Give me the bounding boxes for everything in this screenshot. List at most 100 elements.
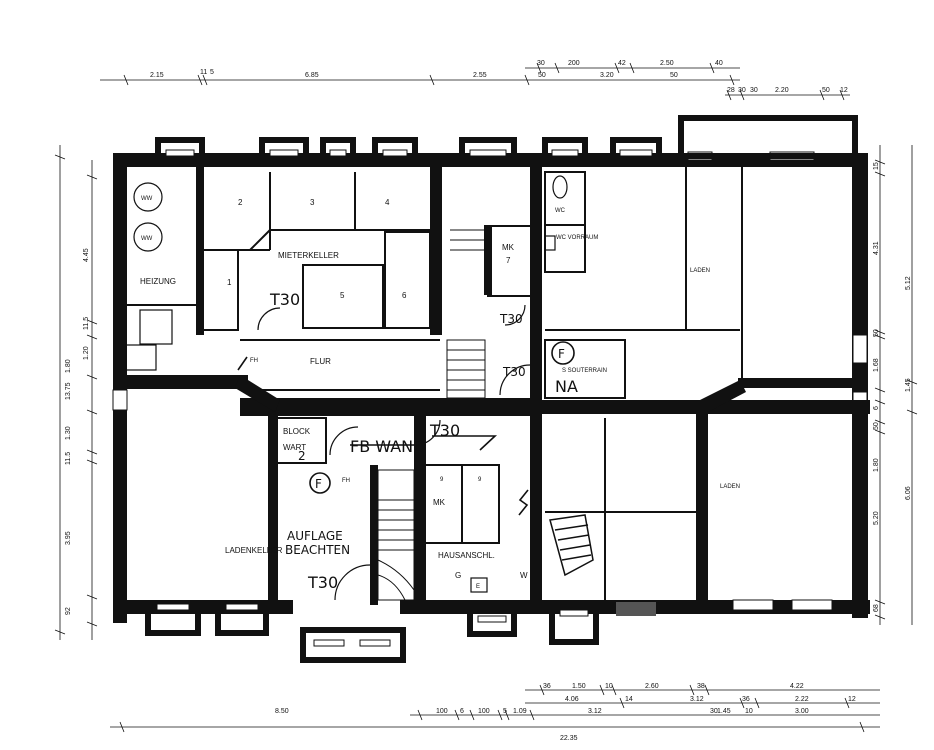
- svg-text:40: 40: [715, 60, 723, 67]
- svg-text:42: 42: [618, 60, 626, 67]
- svg-text:28: 28: [727, 87, 735, 94]
- label-laden-2: LADEN: [720, 484, 740, 490]
- label-wc: WC: [555, 208, 566, 214]
- svg-text:1.50: 1.50: [572, 683, 586, 690]
- svg-text:4.31: 4.31: [873, 241, 880, 255]
- svg-text:2.22: 2.22: [795, 696, 809, 703]
- label-mk-9: MK: [433, 498, 446, 507]
- svg-text:36: 36: [543, 683, 551, 690]
- room-labels: HEIZUNG WW WW MIETERKELLER 1 2 3 4 5 6 M…: [140, 196, 740, 590]
- svg-text:2.55: 2.55: [473, 72, 487, 79]
- svg-text:6: 6: [460, 708, 464, 715]
- label-room-5: 5: [340, 291, 345, 300]
- svg-text:6.06: 6.06: [905, 486, 912, 500]
- svg-text:AUFLAGE: AUFLAGE: [287, 529, 343, 543]
- label-flur: FLUR: [310, 357, 331, 366]
- label-g: G: [455, 571, 461, 580]
- ww-circle-2: [133, 222, 163, 252]
- svg-text:1.30: 1.30: [65, 426, 72, 440]
- svg-text:2.50: 2.50: [660, 60, 674, 67]
- dimension-labels-bottom: 36 1.50 10 2.60 38 4.22 4.06 14 3.12 36 …: [275, 683, 856, 742]
- handwritten-annotations: T30 T30 T30 T30 T30 F F NA FB WAND 2 AUF…: [269, 290, 578, 592]
- dimension-labels-left: 13.75 4.45 11.5 1.20 1.80 1.30 11.5 3.95…: [65, 248, 90, 615]
- label-ww-2: WW: [141, 236, 153, 242]
- svg-text:6: 6: [873, 406, 880, 410]
- svg-text:50: 50: [873, 329, 880, 337]
- svg-text:50: 50: [670, 72, 678, 79]
- svg-text:50: 50: [538, 72, 546, 79]
- svg-text:3.12: 3.12: [588, 708, 602, 715]
- svg-text:T30: T30: [502, 365, 526, 379]
- svg-text:5: 5: [503, 708, 507, 715]
- svg-text:12: 12: [848, 696, 856, 703]
- svg-text:68: 68: [873, 604, 880, 612]
- label-ladenkeller: LADENKELLER: [225, 546, 283, 555]
- partitions: [127, 165, 743, 600]
- label-room-7: 7: [506, 256, 511, 265]
- svg-text:2: 2: [298, 449, 306, 463]
- svg-text:22.35: 22.35: [560, 735, 578, 742]
- label-laden-1: LADEN: [690, 268, 710, 274]
- svg-text:1.80: 1.80: [873, 458, 880, 472]
- svg-text:F: F: [315, 477, 322, 491]
- svg-text:6.85: 6.85: [305, 72, 319, 79]
- svg-text:5.12: 5.12: [905, 276, 912, 290]
- stairs-upper: [446, 229, 486, 399]
- ww-circle-1: [133, 182, 163, 212]
- label-wart: WART: [283, 443, 306, 452]
- svg-text:12: 12: [840, 87, 848, 94]
- svg-text:1.20: 1.20: [83, 346, 90, 360]
- label-hausanschl: HAUSANSCHL.: [438, 551, 495, 560]
- svg-text:4.45: 4.45: [83, 248, 90, 262]
- svg-text:1.80: 1.80: [65, 359, 72, 373]
- svg-text:T30: T30: [429, 421, 460, 440]
- label-heizung: HEIZUNG: [140, 277, 176, 286]
- label-mk-7: MK: [502, 243, 515, 252]
- svg-text:11: 11: [200, 69, 207, 76]
- label-wc-vorraum: WC VORRAUM: [556, 235, 598, 241]
- svg-text:8.50: 8.50: [275, 708, 289, 715]
- svg-text:30: 30: [738, 87, 746, 94]
- label-room-1: 1: [227, 278, 232, 287]
- svg-text:100: 100: [436, 708, 448, 715]
- svg-text:1.68: 1.68: [873, 358, 880, 372]
- svg-text:11.5: 11.5: [65, 452, 72, 465]
- svg-text:13.75: 13.75: [65, 382, 72, 400]
- svg-text:92: 92: [65, 607, 72, 615]
- svg-text:4.06: 4.06: [565, 696, 579, 703]
- svg-text:T30: T30: [499, 312, 523, 326]
- svg-text:3.12: 3.12: [690, 696, 704, 703]
- svg-text:T30: T30: [307, 573, 338, 592]
- svg-text:FB WAND: FB WAND: [350, 437, 425, 456]
- svg-text:15: 15: [873, 162, 880, 170]
- svg-text:1.45: 1.45: [905, 378, 912, 392]
- top-window-bays: [155, 137, 662, 161]
- spiral-stair: [549, 514, 594, 577]
- label-room-3: 3: [310, 198, 315, 207]
- interior-walls: [113, 165, 870, 605]
- svg-text:11.5: 11.5: [83, 317, 90, 330]
- svg-text:F: F: [558, 347, 565, 361]
- svg-text:1.45: 1.45: [717, 708, 731, 715]
- label-mieterkeller: MIETERKELLER: [278, 251, 339, 260]
- label-w: W: [520, 571, 528, 580]
- label-fh-2: FH: [342, 478, 350, 484]
- svg-text:BEACHTEN: BEACHTEN: [285, 543, 350, 557]
- svg-text:50: 50: [822, 87, 830, 94]
- svg-text:5: 5: [210, 69, 214, 76]
- svg-text:3.20: 3.20: [600, 72, 614, 79]
- dimension-labels-right: 15 4.31 5.12 50 1.68 1.45 6 50 1.80 5.20…: [873, 162, 912, 612]
- svg-text:100: 100: [478, 708, 490, 715]
- label-ww-1: WW: [141, 196, 153, 202]
- svg-text:10: 10: [605, 683, 613, 690]
- svg-text:2.20: 2.20: [775, 87, 789, 94]
- label-e: E: [476, 584, 480, 590]
- svg-text:5.20: 5.20: [873, 511, 880, 525]
- svg-text:3.00: 3.00: [795, 708, 809, 715]
- svg-text:50: 50: [873, 422, 880, 430]
- svg-text:200: 200: [568, 60, 580, 67]
- stairs-lower: [377, 469, 415, 601]
- svg-text:10: 10: [745, 708, 753, 715]
- svg-text:2.15: 2.15: [150, 72, 164, 79]
